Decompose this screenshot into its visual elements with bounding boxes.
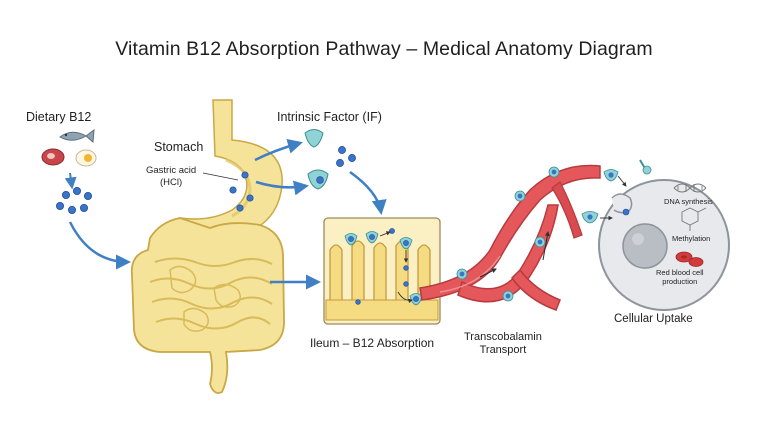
arrow-b12-to-gut [68,221,131,270]
label-rbc-line1: Red blood cell [656,268,704,277]
label-methylation: Methylation [672,234,711,243]
arrow-food-to-b12 [64,172,77,190]
intestines [130,217,285,394]
target-cell [581,159,730,311]
molecule-structure-icon [681,207,707,231]
label-gastric-acid-line1: Gastric acid [146,165,197,176]
gastric-acid-pointer [202,172,239,181]
label-transcobalamin: Transcobalamin Transport [464,331,542,357]
label-cellular-uptake: Cellular Uptake [614,313,693,325]
stomach-b12-molecules [229,171,254,212]
label-stomach: Stomach [154,140,204,154]
ileum-inset [323,217,441,325]
label-rbc-production: Red blood cell production [656,268,704,286]
label-dna-synthesis: DNA synthesis [664,197,713,206]
label-ileum: Ileum – B12 Absorption [310,336,435,350]
arrow-stomach-to-complex [255,180,309,196]
label-gastric-acid: Gastric acid (HCl) [146,165,196,189]
egg-icon [75,149,97,167]
label-transcobalamin-line1: Transcobalamin [464,331,542,343]
label-transcobalamin-line2: Transport [479,344,527,356]
if-b12-molecules [336,146,356,167]
b12-molecule-cluster [56,186,93,214]
label-intrinsic-factor: Intrinsic Factor (IF) [277,110,382,124]
fish-icon [59,128,95,144]
arrow-stomach-to-if [254,139,303,162]
arrow-if-to-ileum [349,170,387,215]
blood-vessels [419,164,601,311]
red-blood-cell-icon [675,251,704,267]
label-dietary-b12: Dietary B12 [26,110,92,124]
dna-helix-icon [673,183,707,193]
page-title: Vitamin B12 Absorption Pathway – Medical… [115,38,653,60]
label-gastric-acid-line2: (HCl) [159,177,183,188]
label-rbc-line2: production [662,277,698,286]
meat-icon [41,148,65,166]
